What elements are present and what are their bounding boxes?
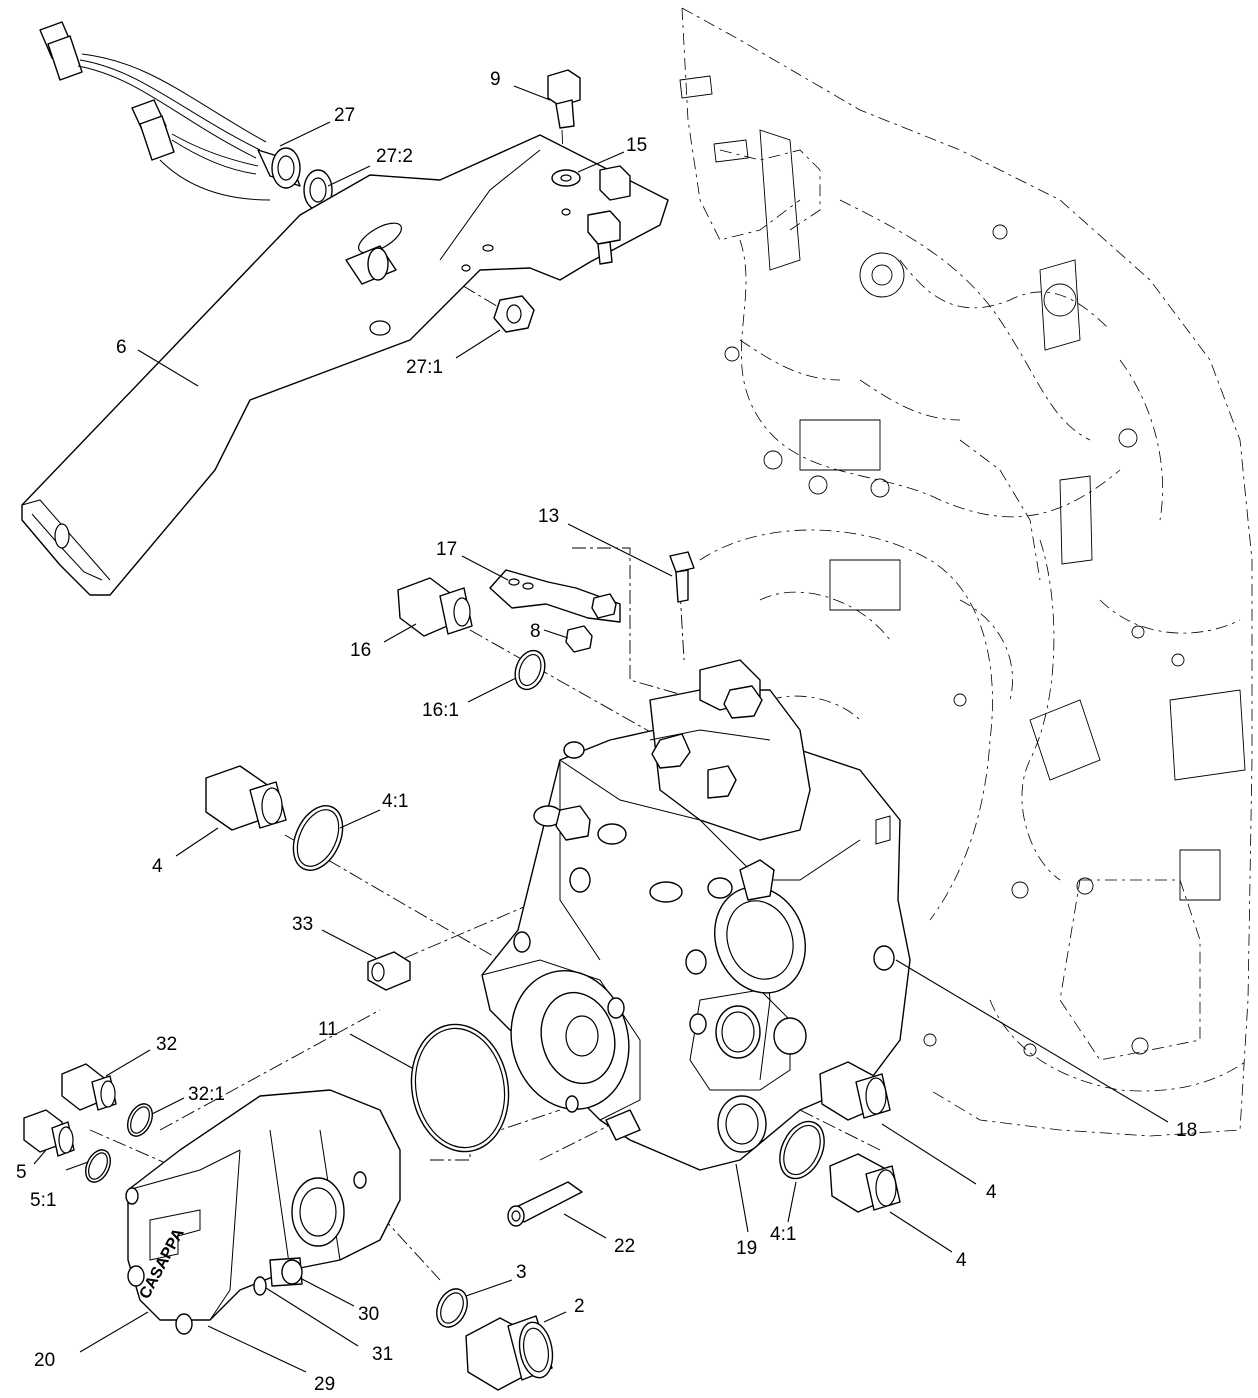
- o-ring-part-4-1-lower: [779, 1120, 825, 1180]
- bolt-part-13: [669, 551, 695, 603]
- gear-pump-part-20: CASAPPA: [125, 1089, 401, 1335]
- callout-11: 11: [318, 1019, 338, 1040]
- nut-part-27-1: [493, 295, 535, 333]
- bracket-part-17: [489, 569, 621, 623]
- callout-3: 3: [516, 1262, 527, 1283]
- fitting-part-4-left: [205, 765, 287, 831]
- fitting-part-32: [61, 1063, 117, 1111]
- fitting-part-5: [23, 1109, 75, 1157]
- callout-32-1: 32:1: [188, 1084, 225, 1105]
- callout-6: 6: [116, 337, 127, 358]
- callout-13: 13: [538, 506, 559, 527]
- leader-lines: [33, 85, 1169, 1373]
- o-ring-part-32-1: [127, 1103, 153, 1137]
- callout-33: 33: [292, 914, 313, 935]
- fitting-part-2: [465, 1315, 554, 1391]
- callout-32: 32: [156, 1034, 177, 1055]
- callout-30: 30: [358, 1304, 379, 1325]
- callout-labels: 9 27 27:2 15 6 27:1 13 17 16 8 16:1 4:1 …: [16, 69, 1197, 1395]
- callout-15: 15: [626, 135, 647, 156]
- callout-18: 18: [1176, 1120, 1197, 1141]
- callout-19: 19: [736, 1238, 757, 1259]
- callout-16: 16: [350, 640, 371, 661]
- fitting-part-4-right-lower: [829, 1153, 901, 1213]
- o-ring-part-11: [410, 1023, 510, 1153]
- fitting-part-33: [367, 951, 411, 991]
- main-pump-part-19: [481, 659, 911, 1171]
- callout-17: 17: [436, 539, 457, 560]
- washer-part-15: [551, 169, 581, 187]
- callout-5-1: 5:1: [30, 1190, 56, 1211]
- callout-4-right-upper: 4: [986, 1182, 997, 1203]
- bracket-part-6: [21, 134, 669, 596]
- o-ring-part-3: [436, 1288, 468, 1328]
- callout-4-left: 4: [152, 856, 163, 877]
- spacer-part-22: [507, 1181, 583, 1227]
- callout-27-2: 27:2: [376, 146, 413, 167]
- callout-31: 31: [372, 1344, 393, 1365]
- callout-4-1-lower: 4:1: [770, 1224, 796, 1245]
- bracket-studs: [587, 165, 631, 265]
- callout-4-right-lower: 4: [956, 1250, 967, 1271]
- callout-5: 5: [16, 1162, 27, 1183]
- bulkhead-fitting: [345, 245, 397, 285]
- callout-9: 9: [490, 69, 501, 90]
- engine-phantom-outline: [679, 7, 1253, 1137]
- wire-harness-part-27: [39, 21, 333, 211]
- callout-4-1-upper: 4:1: [382, 791, 408, 812]
- callout-20: 20: [34, 1350, 55, 1371]
- callout-2: 2: [574, 1296, 585, 1317]
- fitting-part-16: [397, 577, 473, 637]
- fitting-part-4-right-upper: [819, 1061, 891, 1121]
- bolt-part-9: [547, 69, 581, 129]
- callout-27-1: 27:1: [406, 357, 443, 378]
- callout-16-1: 16:1: [422, 700, 459, 721]
- o-ring-part-5-1: [85, 1149, 111, 1183]
- bolt-part-8: [565, 593, 617, 653]
- callout-29: 29: [314, 1374, 335, 1395]
- callout-22: 22: [614, 1236, 635, 1257]
- callout-27: 27: [334, 105, 355, 126]
- o-ring-part-4-1-upper: [292, 805, 344, 871]
- o-ring-part-16-1: [514, 649, 546, 691]
- callout-8: 8: [530, 621, 541, 642]
